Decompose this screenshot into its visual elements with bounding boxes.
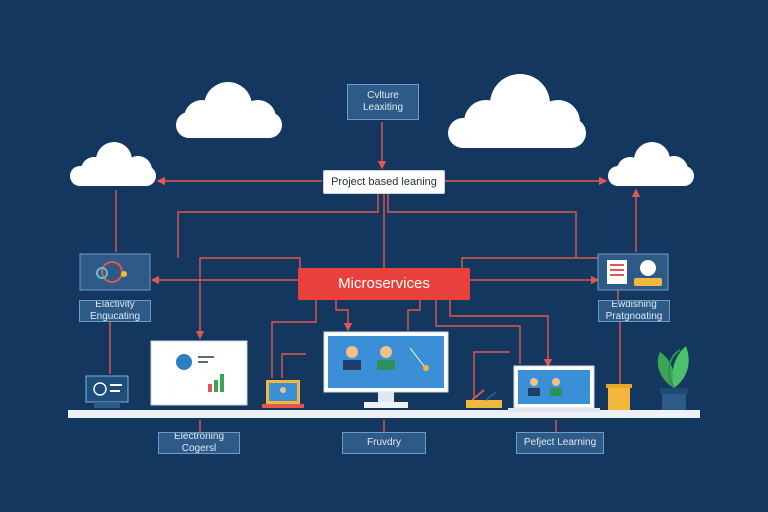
hub-node: Project based leaning — [323, 170, 445, 194]
shelf — [68, 410, 700, 418]
bottom-label-1-line2: Cogersl — [181, 443, 217, 454]
bottom-label-2: Fruvdry — [367, 437, 401, 448]
monitor-icon — [323, 331, 449, 408]
gears-icon — [79, 253, 151, 291]
chart-icon — [150, 340, 248, 406]
left-label-line2: Engucating — [89, 311, 141, 322]
bottom-label-box-3: Pefject Learning — [516, 432, 604, 454]
connector-lines — [109, 122, 641, 432]
cloud-icon — [70, 142, 156, 186]
cloud-icon — [448, 74, 586, 148]
microservices-node: Microservices — [298, 268, 470, 300]
top-label-line2: Leaxiting — [362, 102, 404, 113]
pencil-cup-icon — [606, 384, 632, 410]
bottom-label-3: Pefject Learning — [523, 437, 597, 448]
microservices-label: Microservices — [338, 275, 430, 292]
pencil-tray-icon — [466, 389, 502, 408]
cloud-icon — [176, 82, 282, 138]
bottom-label-box-1: Electroning Cogersl — [158, 432, 240, 454]
top-label-line1: Cvlture — [367, 90, 399, 101]
gauge-device-icon — [85, 375, 129, 408]
hub-label: Project based leaning — [331, 176, 437, 188]
right-label-box: Ewdishing Pratgnoating — [598, 300, 670, 322]
bottom-label-box-2: Fruvdry — [342, 432, 426, 454]
tablet-icon — [262, 380, 304, 408]
top-label-box: Cvlture Leaxiting — [347, 84, 419, 120]
left-label-line1: Elactivity — [95, 300, 135, 310]
laptop-icon — [508, 365, 600, 412]
plant-icon — [657, 346, 689, 410]
bottom-label-1-line1: Electroning — [173, 432, 225, 442]
right-label-line2: Pratgnoating — [605, 311, 663, 322]
left-label-box: Elactivity Engucating — [79, 300, 151, 322]
right-label-line1: Ewdishing — [611, 300, 657, 310]
cloud-icon — [608, 142, 694, 186]
document-icon — [597, 253, 669, 291]
